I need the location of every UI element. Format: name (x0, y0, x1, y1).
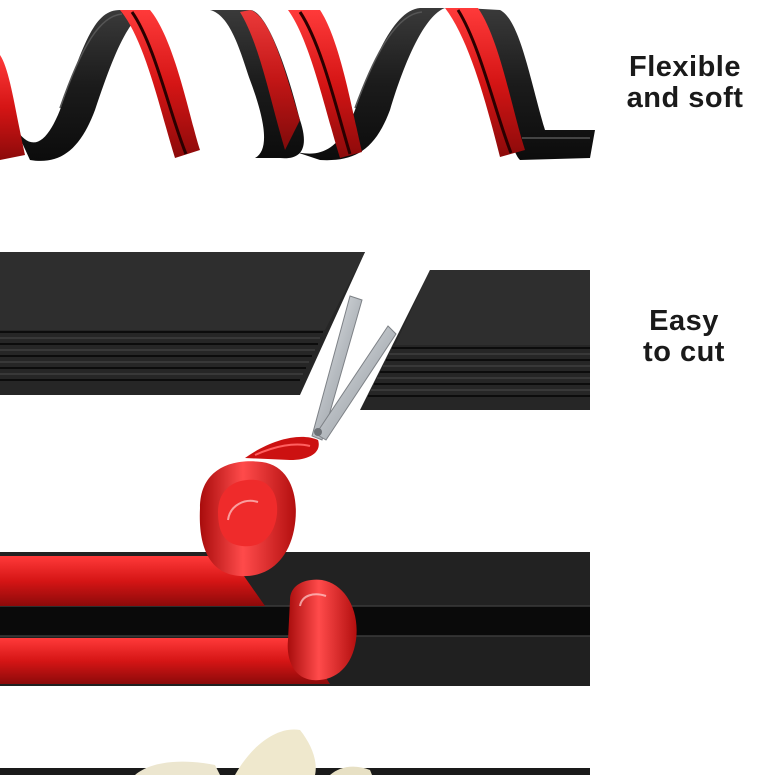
caption-flexible-line2: and soft (626, 82, 744, 114)
adhesive-rubber-strip (0, 461, 590, 686)
scissors-icon (245, 295, 397, 460)
caption-cut-line2: to cut (643, 336, 725, 368)
spiral-rubber-strip (0, 8, 595, 161)
bottom-strip-partial (0, 729, 590, 775)
cut-rubber-strip (0, 252, 590, 410)
caption-flexible-line1: Flexible (629, 51, 741, 83)
caption-easy-to-cut: Easy to cut (628, 306, 740, 368)
caption-cut-line1: Easy (649, 305, 719, 337)
caption-flexible: Flexible and soft (615, 52, 755, 114)
